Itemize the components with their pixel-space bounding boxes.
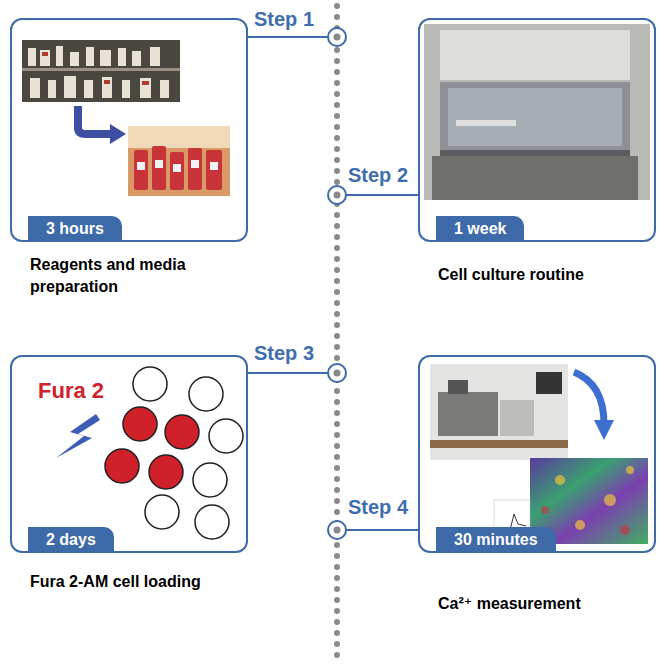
dye-label: Fura 2 — [38, 378, 104, 404]
hood-photo — [424, 24, 650, 200]
duration-tab: 3 hours — [28, 216, 122, 242]
step-label: Step 1 — [252, 8, 316, 31]
bottle-photo — [128, 126, 230, 196]
step-label: Step 3 — [252, 342, 316, 365]
shelf-photo — [22, 40, 180, 102]
timeline — [248, 6, 418, 660]
step-heading: Ca²⁺ measurement — [438, 593, 640, 615]
step-panel: 3 hoursReagents and media preparation — [10, 18, 248, 242]
duration-tab: 30 minutes — [436, 527, 556, 553]
step-heading: Reagents and media preparation — [30, 254, 232, 298]
step-label: Step 2 — [346, 164, 410, 187]
step-panel: 30 minutesCa²⁺ measurement — [418, 355, 656, 553]
duration-tab: 2 days — [28, 527, 114, 553]
step-heading: Fura 2-AM cell loading — [30, 571, 232, 593]
arrow-head — [110, 124, 126, 144]
step-heading: Cell culture routine — [438, 264, 640, 286]
duration-tab: 1 week — [436, 216, 524, 242]
step-label: Step 4 — [346, 496, 410, 519]
step-panel: 1 weekCell culture routine — [418, 18, 656, 242]
microscope-photo — [430, 364, 568, 460]
